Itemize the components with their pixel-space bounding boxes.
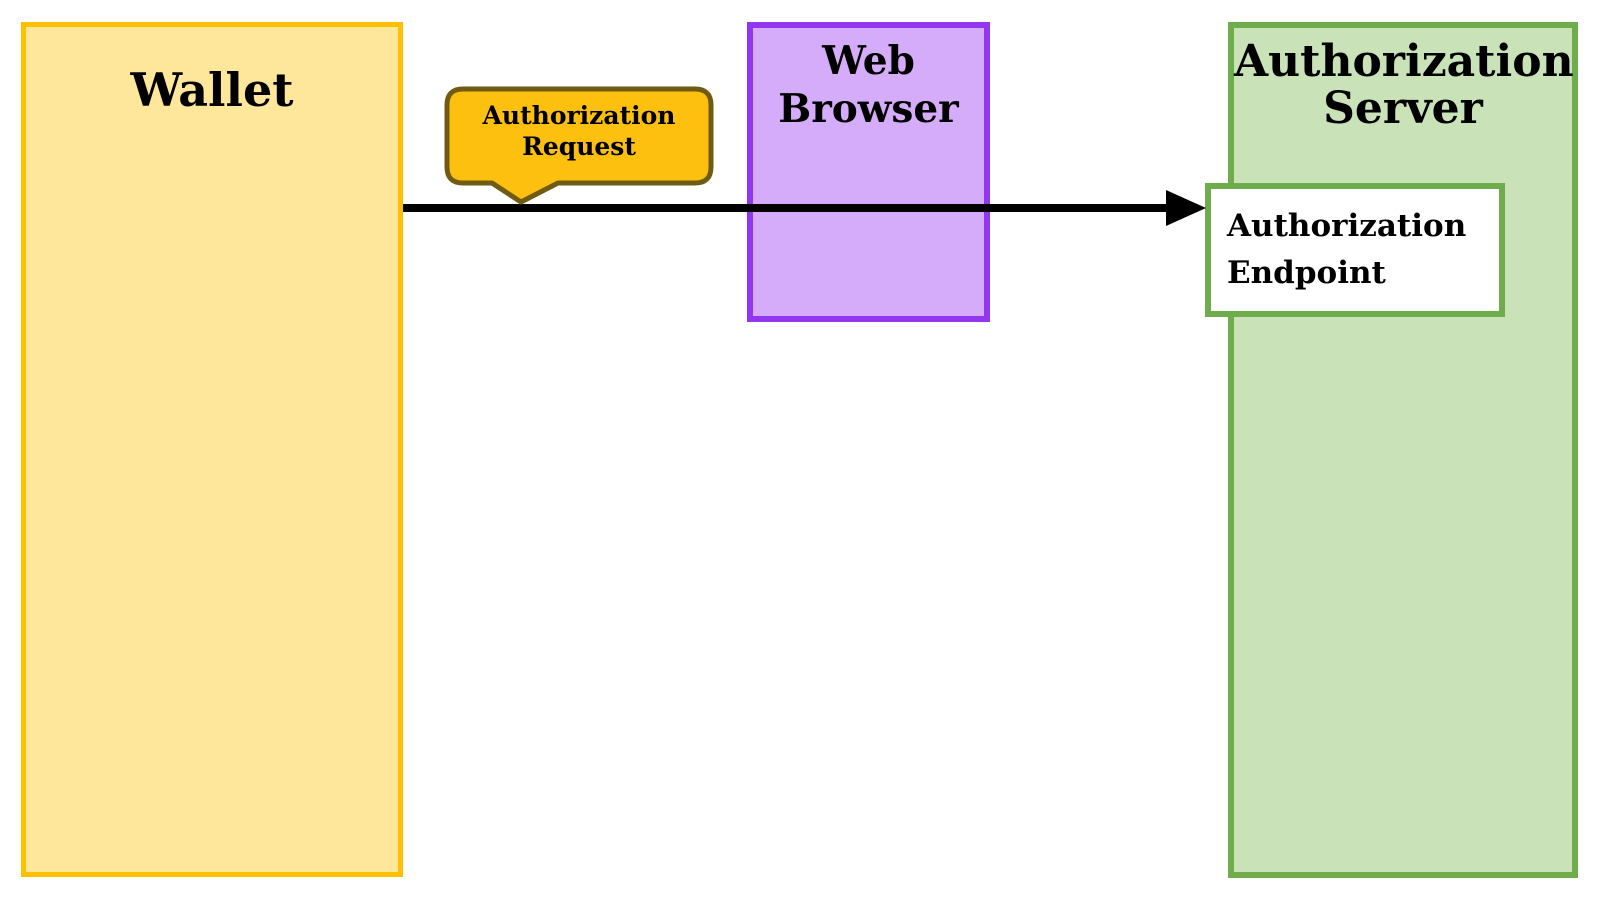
authorization-request-label-line1: Authorization bbox=[482, 101, 676, 130]
web-browser-label-line1: Web bbox=[822, 38, 915, 84]
authorization-endpoint-label-line2: Endpoint bbox=[1227, 255, 1386, 291]
flow-arrow-head bbox=[1166, 190, 1206, 226]
authorization-request-label-line2: Request bbox=[522, 132, 636, 161]
web-browser-label-line2: Browser bbox=[778, 86, 959, 132]
web-browser-node: Web Browser bbox=[747, 22, 990, 322]
wallet-label: Wallet bbox=[130, 63, 294, 117]
authorization-server-label: Authorization Server bbox=[1234, 28, 1574, 134]
authorization-server-label-line1: Authorization bbox=[1234, 36, 1574, 87]
authorization-endpoint-label: Authorization Endpoint bbox=[1211, 189, 1499, 297]
authorization-server-label-line2: Server bbox=[1323, 83, 1483, 134]
wallet-node: Wallet bbox=[21, 22, 403, 877]
authorization-endpoint-label-line1: Authorization bbox=[1227, 208, 1467, 244]
authorization-server-node: Authorization Server bbox=[1228, 22, 1578, 878]
authorization-request-label: Authorization Request bbox=[447, 100, 711, 162]
authorization-endpoint-node: Authorization Endpoint bbox=[1205, 183, 1505, 317]
web-browser-label: Web Browser bbox=[753, 28, 984, 133]
